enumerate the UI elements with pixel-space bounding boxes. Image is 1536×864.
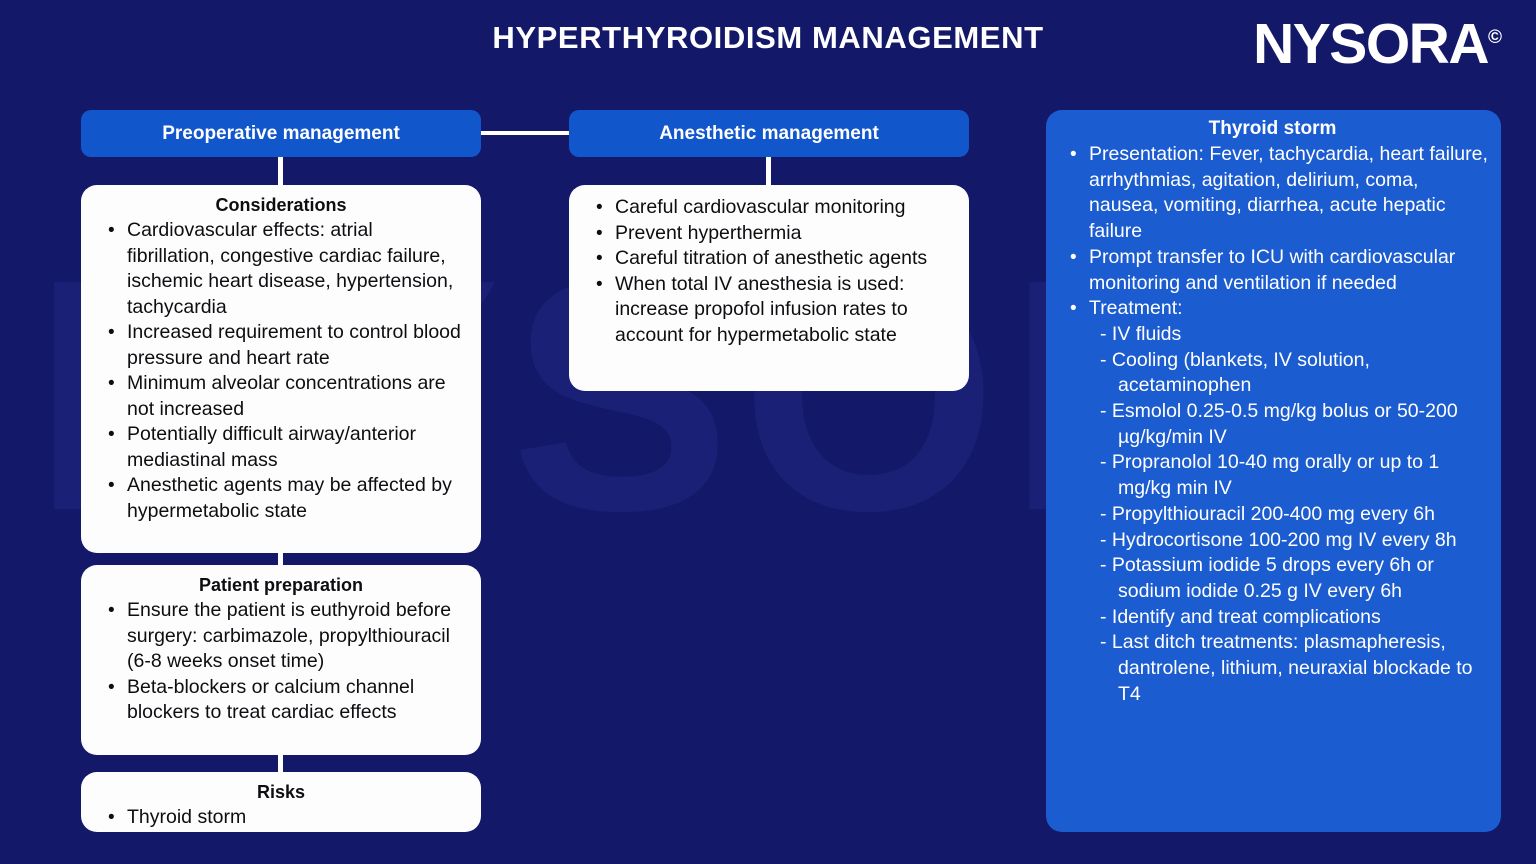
list-item: Beta-blockers or calcium channel blocker… bbox=[97, 675, 465, 726]
list-item: - IV fluids bbox=[1100, 322, 1182, 345]
connector-between-headers bbox=[481, 131, 569, 135]
list-item: - Cooling (blankets, IV solution, acetam… bbox=[1100, 348, 1370, 397]
list-item: Potentially difficult airway/anterior me… bbox=[97, 422, 465, 473]
list-item: Careful cardiovascular monitoring bbox=[585, 195, 953, 221]
connector-preoperative-to-considerations bbox=[278, 157, 283, 185]
list-item: When total IV anesthesia is used: increa… bbox=[585, 272, 953, 349]
card-risks-title: Risks bbox=[256, 782, 306, 802]
list-item: Minimum alveolar concentrations are not … bbox=[97, 371, 465, 422]
list-item: Presentation: Fever, tachycardia, heart … bbox=[1056, 142, 1489, 245]
considerations-list: Cardiovascular effects: atrial fibrillat… bbox=[97, 218, 465, 524]
thyroid-storm-treatment-list: - IV fluids - Cooling (blankets, IV solut… bbox=[1056, 322, 1489, 708]
card-risks: Risks Thyroid storm bbox=[81, 772, 481, 832]
anesthetic-list: Careful cardiovascular monitoringPrevent… bbox=[585, 195, 953, 348]
list-item: - Hydrocortisone 100-200 mg IV every 8h bbox=[1100, 528, 1457, 551]
list-item: - Propylthiouracil 200-400 mg every 6h bbox=[1100, 502, 1435, 525]
header-preoperative-label: Preoperative management bbox=[162, 122, 400, 144]
header-anesthetic-management[interactable]: Anesthetic management bbox=[569, 110, 969, 157]
header-preoperative-management[interactable]: Preoperative management bbox=[81, 110, 481, 157]
list-item: - Esmolol 0.25-0.5 mg/kg bolus or 50-200… bbox=[1100, 400, 1458, 448]
list-item: - Identify and treat complications bbox=[1100, 605, 1381, 628]
list-item: Ensure the patient is euthyroid before s… bbox=[97, 598, 465, 675]
list-item: Prompt transfer to ICU with cardiovascul… bbox=[1056, 245, 1489, 296]
preparation-list: Ensure the patient is euthyroid before s… bbox=[97, 598, 465, 726]
list-item: Careful titration of anesthetic agents bbox=[585, 246, 953, 272]
card-considerations: Considerations Cardiovascular effects: a… bbox=[81, 185, 481, 553]
list-item: - Propranolol 10-40 mg orally or up to 1… bbox=[1100, 451, 1440, 500]
list-item: Increased requirement to control blood p… bbox=[97, 320, 465, 371]
risks-list: Thyroid storm bbox=[97, 805, 465, 831]
panel-thyroid-storm: Thyroid storm Presentation: Fever, tachy… bbox=[1046, 110, 1501, 832]
connector-preparation-to-risks bbox=[278, 755, 283, 775]
card-patient-preparation: Patient preparation Ensure the patient i… bbox=[81, 565, 481, 755]
nysora-logo: NYSORA© bbox=[1253, 16, 1502, 73]
list-item: Prevent hyperthermia bbox=[585, 221, 953, 247]
list-item: Cardiovascular effects: atrial fibrillat… bbox=[97, 218, 465, 320]
list-item: Anesthetic agents may be affected by hyp… bbox=[97, 473, 465, 524]
card-considerations-title: Considerations bbox=[215, 195, 347, 215]
thyroid-storm-list: Presentation: Fever, tachycardia, heart … bbox=[1056, 142, 1489, 322]
logo-text: NYSORA bbox=[1253, 12, 1489, 76]
card-preparation-title: Patient preparation bbox=[198, 575, 364, 595]
copyright-icon: © bbox=[1488, 27, 1502, 48]
list-item: - Last ditch treatments: plasmapheresis,… bbox=[1100, 631, 1473, 705]
list-item: - Potassium iodide 5 drops every 6h or s… bbox=[1100, 554, 1434, 602]
header-anesthetic-label: Anesthetic management bbox=[659, 122, 879, 144]
connector-considerations-to-preparation bbox=[278, 548, 283, 568]
panel-thyroid-storm-title: Thyroid storm bbox=[1208, 118, 1337, 139]
card-anesthetic-management: Careful cardiovascular monitoringPrevent… bbox=[569, 185, 969, 391]
list-item: Treatment: bbox=[1056, 296, 1489, 322]
list-item: Thyroid storm bbox=[97, 805, 465, 831]
connector-anesthetic-to-list bbox=[766, 157, 771, 185]
page-title: HYPERTHYROIDISM MANAGEMENT bbox=[492, 20, 1044, 55]
